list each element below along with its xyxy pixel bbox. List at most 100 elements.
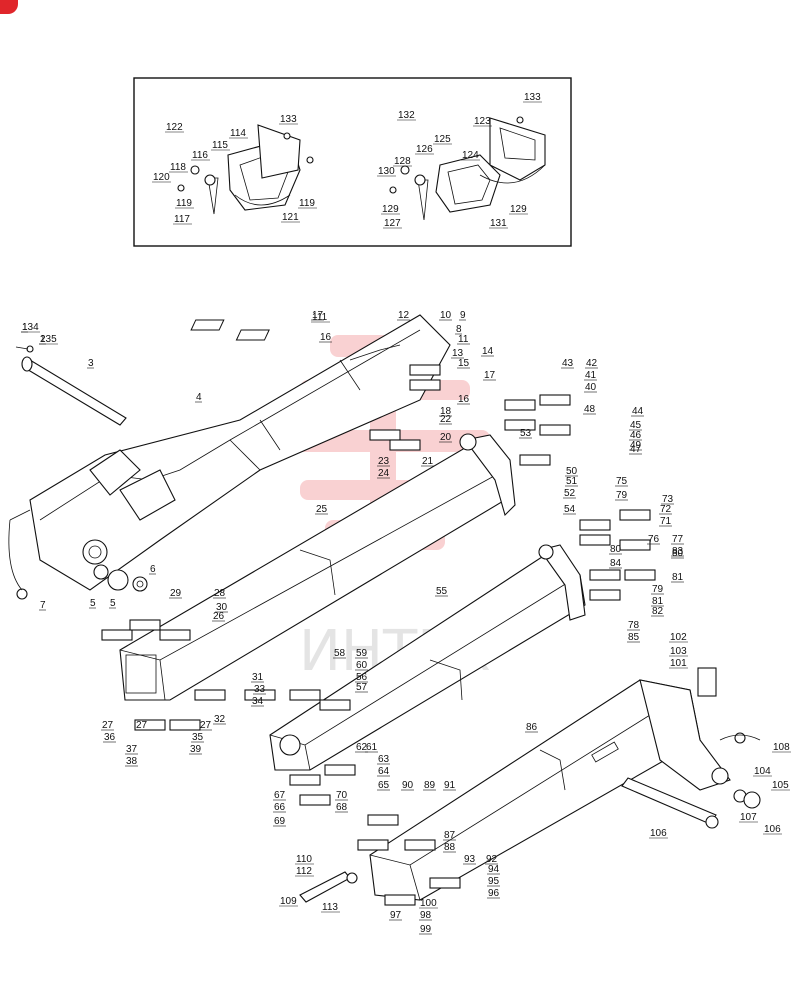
part-label-52: 52 [564,488,576,499]
part-label-100: 100 [420,898,437,909]
part-label-84: 84 [610,558,622,569]
part-label-17: 17 [312,310,324,321]
boom-section-25 [119,433,516,701]
slide-pads [101,319,717,906]
part-label-69: 69 [274,816,286,827]
part-label-134: 134 [22,322,39,333]
inset-label-119: 119 [176,198,192,209]
part-label-75: 75 [616,476,628,487]
inset-label-131: 131 [490,218,507,229]
inset-label-125: 125 [434,134,451,145]
part-label-106: 106 [650,828,667,839]
part-label-113: 113 [322,902,338,913]
part-label-51: 51 [566,476,578,487]
inset-label-114: 114 [230,128,246,139]
inset-label-124: 124 [462,150,479,161]
part-label-56: 56 [356,672,368,683]
part-label-47: 47 [630,444,642,455]
part-label-13: 13 [452,348,464,359]
part-label-102: 102 [670,632,687,643]
part-label-50: 50 [566,466,578,477]
part-label-27: 27 [136,720,148,731]
inset-label-126: 126 [416,144,433,155]
part-label-80: 80 [610,544,622,555]
inset-label-133: 133 [280,114,297,125]
part-label-26: 26 [213,611,225,622]
part-label-55: 55 [436,586,448,597]
part-label-61: 61 [366,742,378,753]
part-label-3: 3 [88,358,94,369]
part-label-80: 80 [672,548,684,559]
part-label-103: 103 [670,646,687,657]
part-label-95: 95 [488,876,500,887]
part-label-94: 94 [488,864,500,875]
part-label-87: 87 [444,830,456,841]
inset-label-118: 118 [170,162,186,173]
part-label-57: 57 [356,682,368,693]
part-label-58: 58 [334,648,346,659]
part-label-14: 14 [482,346,494,357]
part-label-85: 85 [628,632,640,643]
part-label-10: 10 [440,310,452,321]
part-label-29: 29 [170,588,182,599]
part-label-91: 91 [444,780,456,791]
part-label-45: 45 [630,420,642,431]
part-label-40: 40 [585,382,597,393]
part-label-31: 31 [252,672,264,683]
part-label-1: 1 [22,322,28,333]
part-label-81: 81 [672,572,684,583]
part-label-83: 83 [672,546,684,557]
boom-section-87 [369,679,731,901]
part-label-16: 16 [320,332,332,343]
part-label-98: 98 [420,910,432,921]
inset-label-119: 119 [299,198,315,209]
part-label-30: 30 [216,602,228,613]
part-label-44: 44 [632,406,644,417]
part-label-81: 81 [652,596,664,607]
part-label-5: 5 [90,598,96,609]
part-label-92: 92 [486,854,498,865]
inset-label-129: 129 [510,204,527,215]
pin-108 [621,732,761,829]
part-label-108: 108 [773,742,790,753]
part-label-78: 78 [628,620,640,631]
part-label-99: 99 [420,924,432,935]
part-label-11: 11 [458,334,469,345]
part-label-104: 104 [754,766,771,777]
lever-111 [299,871,358,903]
part-label-101: 101 [670,658,687,669]
part-label-41: 41 [585,370,597,381]
part-label-12: 12 [398,310,410,321]
part-label-89: 89 [424,780,436,791]
inset-label-123: 123 [474,116,491,127]
part-label-38: 38 [126,756,138,767]
part-label-54: 54 [564,504,576,515]
part-label-18: 18 [440,406,452,417]
part-label-77: 77 [672,534,684,545]
inset-label-132: 132 [398,110,415,121]
part-label-39: 39 [190,744,202,755]
inset-label-128: 128 [394,156,411,167]
inset-panel [133,77,572,247]
part-label-112: 112 [296,866,312,877]
part-label-16: 16 [458,394,470,405]
part-label-106: 106 [764,824,781,835]
part-label-48: 48 [584,404,596,415]
part-label-9: 9 [460,310,466,321]
part-label-22: 22 [440,414,452,425]
part-label-34: 34 [252,696,264,707]
part-label-65: 65 [378,780,390,791]
part-label-71: 71 [660,516,672,527]
part-label-25: 25 [316,504,328,515]
part-label-15: 15 [458,358,470,369]
part-label-37: 37 [126,744,138,755]
part-label-66: 66 [274,802,286,813]
part-label-68: 68 [336,802,348,813]
part-label-135: 135 [40,334,57,345]
inset-label-130: 130 [378,166,395,177]
part-label-32: 32 [214,714,226,725]
part-label-21: 21 [422,456,434,467]
pin-1 [15,345,127,426]
